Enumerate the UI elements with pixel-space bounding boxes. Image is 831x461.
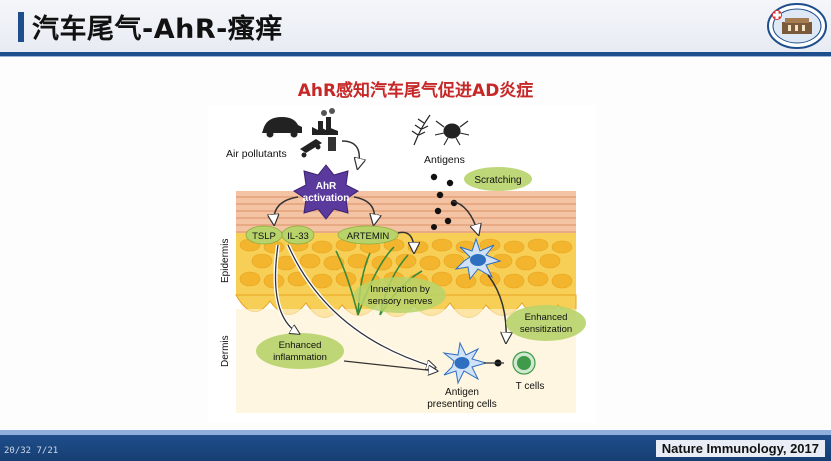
- citation: Nature Immunology, 2017: [655, 440, 825, 457]
- footer-strip: [0, 430, 831, 435]
- dc-migration-arrow: [487, 274, 506, 341]
- dermis-label: Dermis: [220, 335, 231, 367]
- header-accent-line: [0, 52, 831, 56]
- tslp-to-apc-arrow: [287, 244, 434, 367]
- slide-number: 20/32 7/21: [4, 446, 59, 456]
- enhanced-sensitization-label-1: Enhanced: [525, 312, 568, 323]
- activation-label: activation: [303, 193, 350, 204]
- slide-subtitle: AhR感知汽车尾气促进AD炎症: [297, 81, 534, 101]
- pollen-icon: [411, 114, 431, 146]
- enhanced-sensitization-bubble: Enhanced sensitization: [506, 305, 586, 341]
- title-accent-bar: [18, 12, 24, 42]
- header-band: [0, 0, 831, 54]
- t-cell-icon: [512, 351, 536, 375]
- ahr-to-artemin-arrow: [353, 196, 375, 223]
- figure-canvas: Epidermis Dermis Air pollut: [208, 105, 596, 423]
- innervation-bubble: Innervation by sensory nerves: [354, 277, 446, 313]
- header-accent-line-thin: [0, 56, 831, 57]
- ahr-activation-star: AhR activation: [293, 164, 359, 220]
- ahr-to-tslp-arrow: [274, 196, 299, 223]
- tslp-down-arrow: [274, 244, 299, 333]
- scratching-label: Scratching: [474, 175, 521, 186]
- tslp-bubble: TSLP: [245, 225, 283, 245]
- artemin-label: ARTEMIN: [347, 231, 390, 242]
- ahr-pathway-figure: Epidermis Dermis Air pollut: [208, 105, 596, 423]
- car-icon: [262, 117, 302, 138]
- factory-icon: [312, 108, 338, 135]
- smoke-stack-icon: [328, 137, 336, 151]
- enhanced-inflammation-label-1: Enhanced: [279, 340, 322, 351]
- air-pollutants-label: Air pollutants: [226, 148, 287, 160]
- antigens-label: Antigens: [424, 154, 465, 166]
- apc-label-1: Antigen: [445, 387, 479, 398]
- dendritic-cell-icon: [454, 237, 502, 281]
- innervation-label-2: sensory nerves: [368, 296, 433, 307]
- tslp-label: TSLP: [252, 231, 276, 242]
- artemin-bubble: ARTEMIN: [337, 225, 399, 245]
- scratching-bubble: Scratching: [464, 167, 532, 191]
- enhanced-inflammation-label-2: inflammation: [273, 352, 327, 363]
- mite-icon: [434, 120, 470, 146]
- epidermis-label: Epidermis: [220, 239, 231, 283]
- il33-bubble: IL-33: [281, 225, 315, 245]
- artemin-to-nerve-arrow: [397, 231, 414, 251]
- slide-title: 汽车尾气-AhR-瘙痒: [32, 14, 283, 45]
- antigen-entry-arrow: [451, 200, 478, 233]
- t-cells-label: T cells: [516, 381, 545, 392]
- antigen-presenting-cell-icon: [442, 341, 488, 385]
- pollutant-arrow: [341, 140, 359, 167]
- innervation-label-1: Innervation by: [370, 284, 430, 295]
- truck-icon: [300, 139, 322, 158]
- il33-label: IL-33: [287, 231, 309, 242]
- ahr-label: AhR: [316, 181, 337, 192]
- enhanced-sensitization-label-2: sensitization: [520, 324, 572, 335]
- enhanced-inflammation-bubble: Enhanced inflammation: [256, 333, 344, 369]
- inflammation-to-apc-arrow: [343, 360, 436, 371]
- apc-label-2: presenting cells: [427, 399, 496, 410]
- hospital-logo-icon: [767, 3, 827, 49]
